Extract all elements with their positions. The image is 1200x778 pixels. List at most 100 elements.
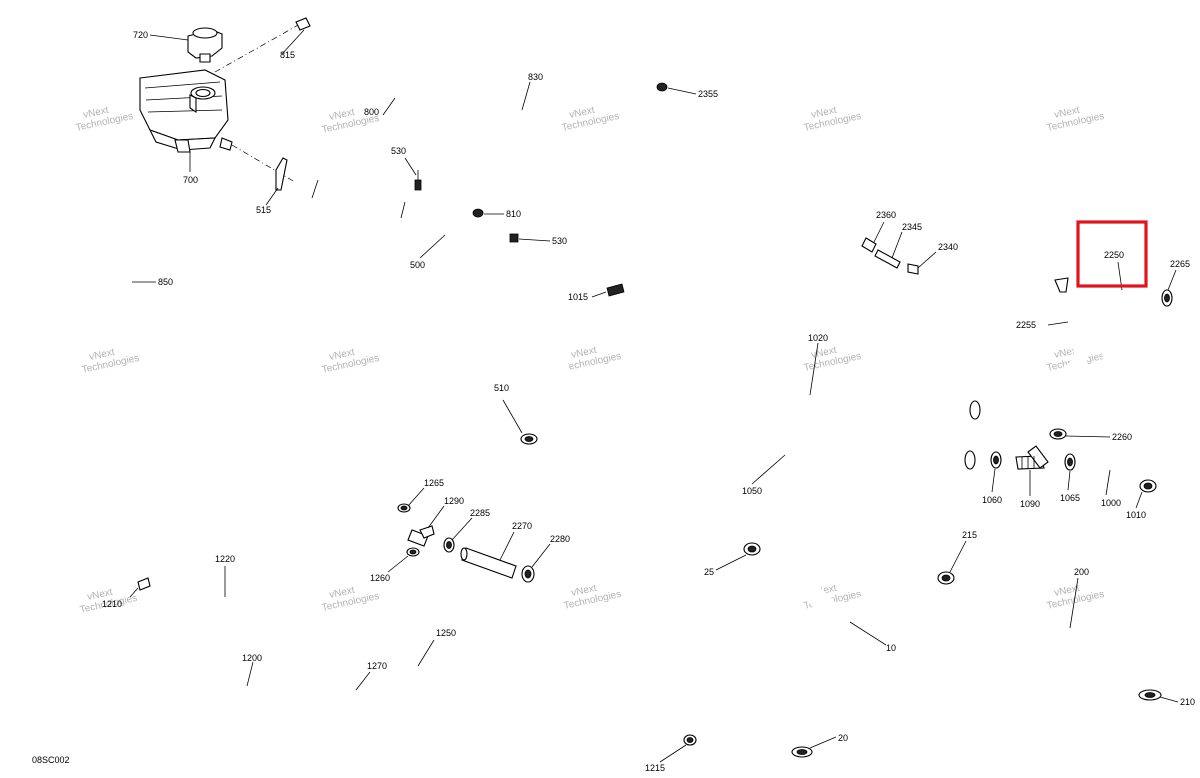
clamp-210[interactable] (1138, 689, 1162, 701)
label-510: 510 (494, 383, 509, 393)
watermark-line1: vNext (82, 105, 110, 121)
label-1250: 1250 (436, 628, 456, 638)
hose-500[interactable] (290, 179, 584, 433)
clamp-810[interactable] (472, 208, 484, 218)
label-1000: 1000 (1101, 498, 1121, 508)
hose-2250[interactable] (1072, 280, 1156, 424)
clamp-815[interactable] (295, 17, 311, 31)
clamp-2265[interactable] (1161, 289, 1173, 307)
clamp-1215[interactable] (683, 734, 697, 746)
hose-1250[interactable] (385, 561, 684, 734)
label-1015: 1015 (568, 292, 588, 302)
hose-10[interactable] (780, 562, 925, 748)
clamp-1265[interactable] (397, 503, 411, 513)
label-1200: 1200 (242, 653, 262, 663)
label-1265: 1265 (424, 478, 444, 488)
label-530-mid: 530 (552, 236, 567, 246)
clamp-2280[interactable] (521, 565, 535, 583)
sensor-2340[interactable] (907, 263, 919, 275)
label-2255: 2255 (1016, 320, 1036, 330)
label-2360: 2360 (876, 210, 896, 220)
clamp-2355[interactable] (656, 82, 668, 92)
hose-200[interactable] (966, 586, 1165, 681)
hose-2255-end (1054, 277, 1069, 293)
label-830: 830 (528, 72, 543, 82)
label-1060: 1060 (982, 495, 1002, 505)
clamp-2285[interactable] (443, 537, 455, 553)
hose-1050[interactable] (622, 302, 978, 468)
label-1050: 1050 (742, 486, 762, 496)
watermark-line1: vNext (1053, 105, 1081, 121)
screw-530-mid[interactable] (509, 233, 519, 243)
label-2250: 2250 (1104, 250, 1124, 260)
label-210: 210 (1180, 697, 1195, 707)
clamp-1060[interactable] (990, 451, 1002, 469)
hose-830[interactable] (366, 26, 538, 174)
hose-800[interactable] (321, 36, 503, 214)
fitting-1290[interactable] (407, 525, 435, 547)
clamp-1260[interactable] (406, 547, 420, 557)
clamp-1065[interactable] (1064, 453, 1076, 471)
reservoir-cap-720[interactable] (187, 27, 223, 63)
coolant-reservoir-700[interactable] (139, 69, 233, 153)
sensor-2345[interactable] (874, 249, 901, 269)
label-1010: 1010 (1126, 510, 1146, 520)
label-1090: 1090 (1020, 499, 1040, 509)
label-850: 850 (158, 277, 173, 287)
label-815: 815 (280, 50, 295, 60)
clamp-20[interactable] (791, 746, 813, 758)
hose-1000[interactable] (1082, 451, 1138, 484)
label-1020: 1020 (808, 333, 828, 343)
label-1210: 1210 (102, 599, 122, 609)
label-2285: 2285 (470, 508, 490, 518)
label-2355: 2355 (698, 89, 718, 99)
watermark-line1: vNext (1053, 583, 1081, 599)
label-2345: 2345 (902, 222, 922, 232)
tube-2270[interactable] (460, 547, 517, 579)
label-1270: 1270 (367, 661, 387, 671)
clamp-25[interactable] (743, 542, 761, 556)
watermark-line1: vNext (328, 347, 356, 363)
bracket-515[interactable] (275, 157, 288, 191)
clamp-510[interactable] (520, 433, 538, 445)
label-1065: 1065 (1060, 493, 1080, 503)
label-810: 810 (506, 209, 521, 219)
label-2270: 2270 (512, 521, 532, 531)
label-515: 515 (256, 205, 271, 215)
screw-530-top[interactable] (414, 170, 422, 191)
fitting-1015[interactable] (606, 283, 625, 297)
clamp-2360[interactable] (861, 237, 877, 253)
label-1260: 1260 (370, 573, 390, 583)
label-2340: 2340 (938, 242, 958, 252)
watermark-line1: vNext (810, 105, 838, 121)
hose-2355[interactable] (647, 97, 858, 238)
label-1220: 1220 (215, 554, 235, 564)
fitting-1090[interactable] (1015, 445, 1049, 470)
label-530-top: 530 (391, 146, 406, 156)
hose-1220[interactable] (141, 386, 359, 615)
clamp-1210[interactable] (137, 577, 151, 591)
overflow-hose-850[interactable] (117, 126, 142, 322)
hose-1200[interactable] (139, 470, 404, 695)
watermark-line1: vNext (86, 587, 114, 603)
hose-1020[interactable] (652, 267, 983, 418)
alignment-line (214, 23, 301, 73)
watermark-line1: vNext (570, 583, 598, 599)
label-2265: 2265 (1170, 259, 1190, 269)
clamp-1010[interactable] (1139, 479, 1157, 493)
label-500: 500 (410, 260, 425, 270)
clamp-2260[interactable] (1049, 428, 1067, 440)
hose-1270[interactable] (347, 600, 584, 743)
watermark-line1: vNext (88, 347, 116, 363)
hose-2255[interactable] (1040, 276, 1089, 396)
clamp-215[interactable] (937, 571, 955, 585)
label-20: 20 (838, 733, 848, 743)
label-700: 700 (183, 175, 198, 185)
